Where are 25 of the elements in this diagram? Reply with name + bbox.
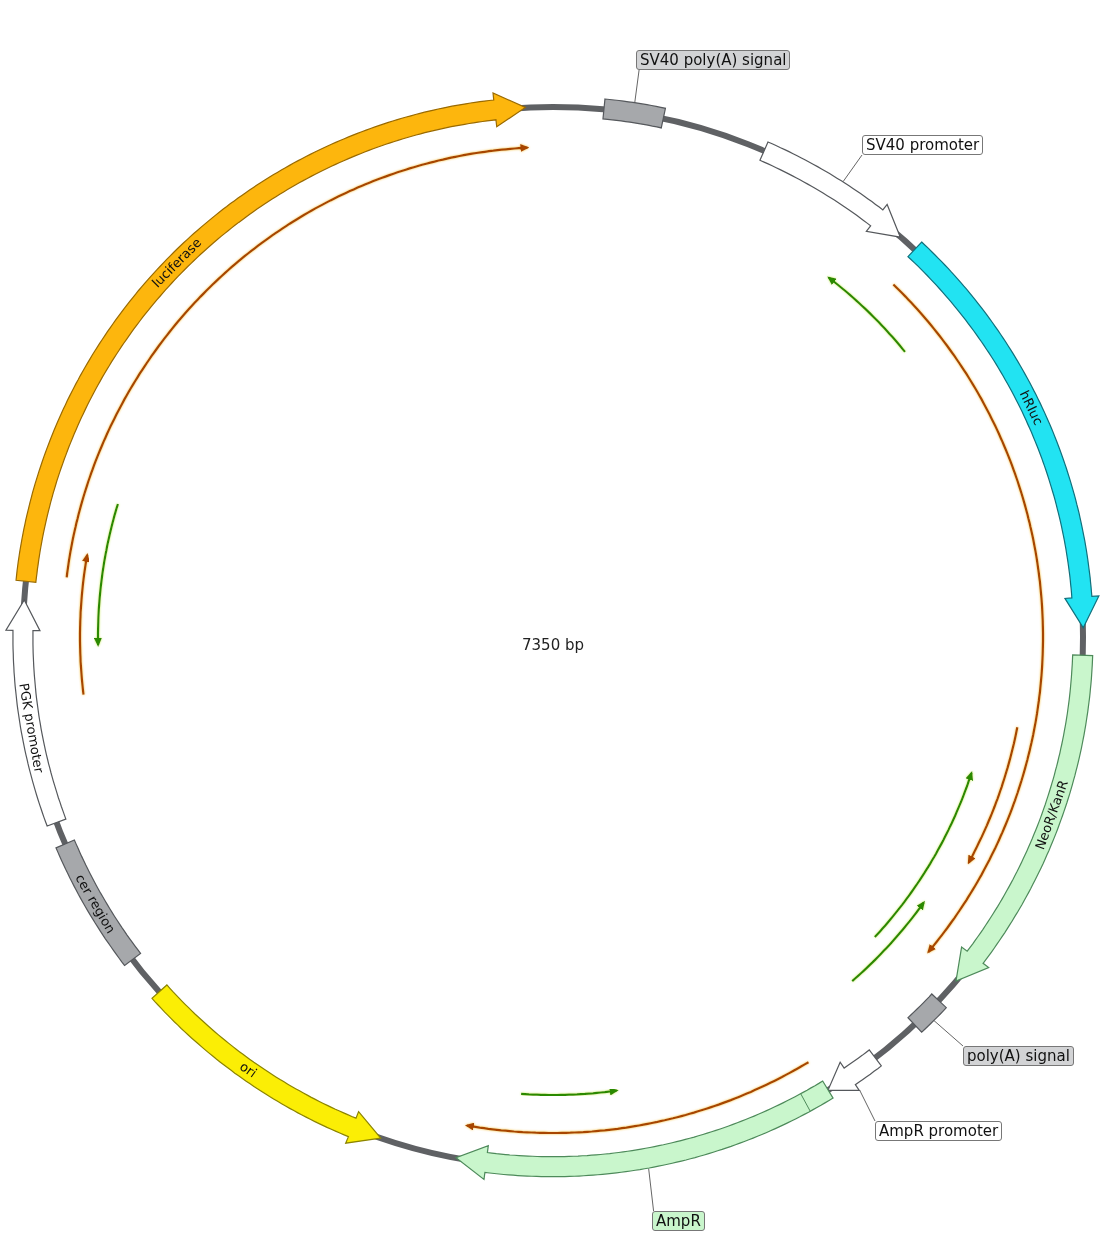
leader-line xyxy=(859,1089,876,1122)
promoter-feature xyxy=(827,1048,883,1091)
promoter-feature xyxy=(5,599,67,828)
origin-feature xyxy=(150,983,382,1145)
feature-name: PGK promoter xyxy=(16,682,46,775)
signal-block xyxy=(906,992,947,1033)
feature-label: AmpR promoter xyxy=(875,1121,1003,1141)
feature-label: SV40 promoter xyxy=(862,135,984,155)
gene-feature xyxy=(14,92,527,584)
gene-feature xyxy=(455,1080,835,1181)
gene-feature xyxy=(955,654,1094,983)
feature-label: poly(A) signal xyxy=(963,1046,1074,1066)
feature-label: SV40 poly(A) signal xyxy=(636,50,791,70)
leader-line xyxy=(842,154,863,183)
leader-line xyxy=(634,69,640,104)
plasmid-size: 7350 bp xyxy=(522,636,584,654)
region-block xyxy=(54,839,142,967)
leader-line xyxy=(648,1167,655,1212)
promoter-feature xyxy=(759,140,902,238)
feature-label: AmpR xyxy=(652,1211,705,1231)
leader-line xyxy=(933,1019,964,1047)
feature-name: hRluc xyxy=(1016,388,1045,427)
feature-name: ori xyxy=(236,1059,259,1081)
signal-block xyxy=(601,98,667,130)
gene-feature xyxy=(906,241,1100,629)
